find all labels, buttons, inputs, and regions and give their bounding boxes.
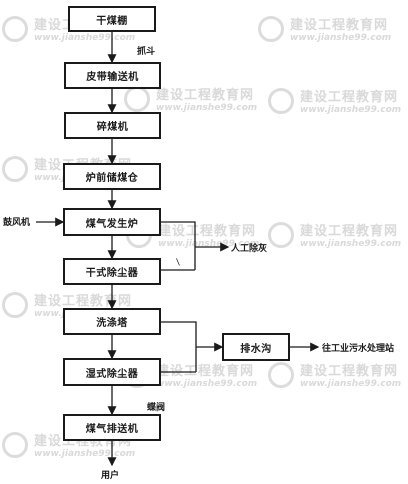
label-to-wastewater-plant: 往工业污水处理站 [322,344,395,354]
watermark-logo-icon [268,88,294,114]
watermark-logo-icon [268,222,294,248]
node-dry-coal-bin: 干煤棚 [68,6,156,32]
label-user: 用户 [101,471,120,481]
node-coal-crusher: 碎煤机 [64,112,161,139]
label-blower: 鼓风机 [3,218,31,228]
watermark-logo-icon [258,16,284,42]
watermark-logo-icon [2,292,28,318]
watermark-logo-icon [268,362,294,388]
label-grab-bucket: 抓斗 [137,47,156,57]
watermark-logo-icon [2,432,28,458]
ash-line-generator [161,221,196,247]
label-manual-ash-removal: 人工除灰 [231,244,268,254]
node-dry-dust-collector: 干式除尘器 [63,258,161,285]
drain-line-scrubber [161,321,197,347]
node-drain-ditch: 排水沟 [222,333,290,361]
node-furnace-front-hopper: 炉前储煤仓 [63,163,161,190]
node-scrubber-tower: 洗涤塔 [63,308,161,335]
watermark-logo-icon [2,156,28,182]
node-belt-conveyor: 皮带输送机 [64,62,161,89]
label-butterfly-valve: 蝶阀 [147,403,166,413]
node-wet-dust-collector: 湿式除尘器 [63,358,161,386]
node-gas-conveyor: 煤气排送机 [63,414,161,441]
watermark-logo-icon [2,16,28,42]
node-gas-generator: 煤气发生炉 [63,208,161,236]
separator-mark: / [174,257,183,267]
